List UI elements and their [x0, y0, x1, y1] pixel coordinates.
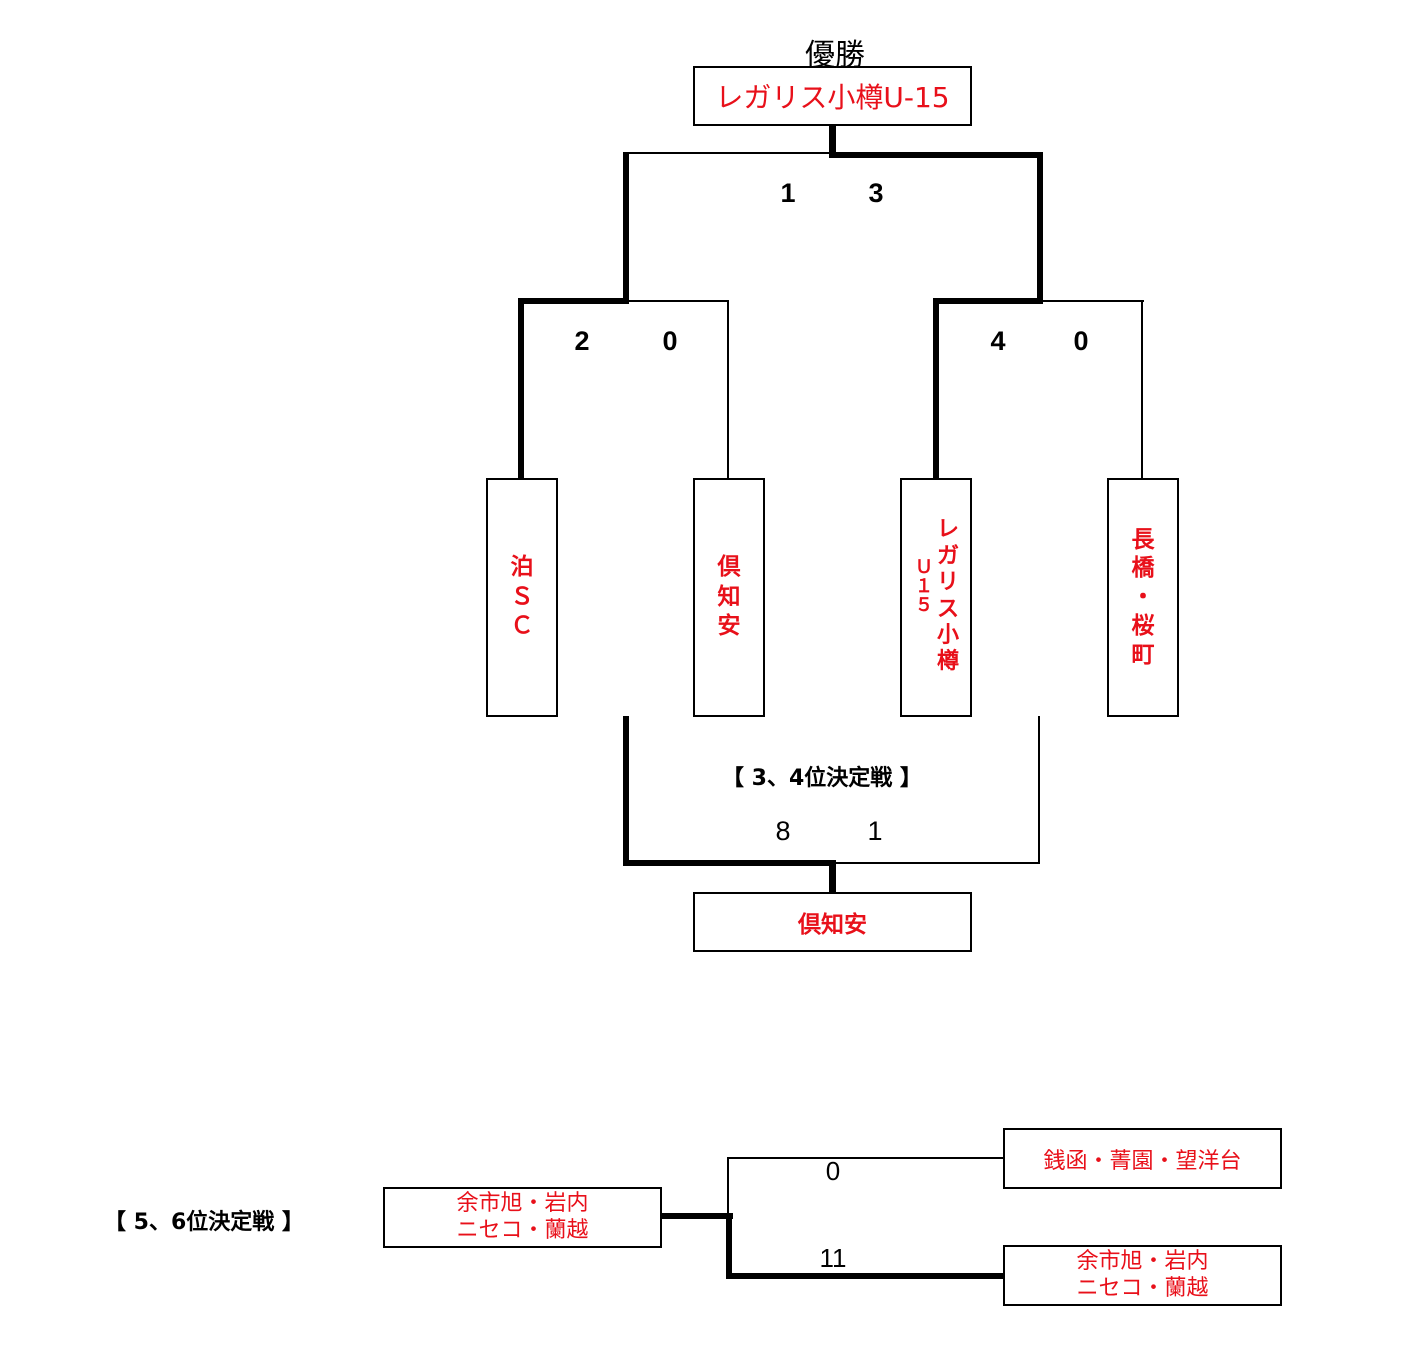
bracket-line — [623, 860, 836, 866]
team-char: 橋 — [1131, 555, 1155, 582]
fifth-winner-line1: 余市旭・岩内 — [456, 1191, 589, 1217]
bracket-line — [623, 716, 629, 866]
team-box-tomari: 泊 Ｓ Ｃ — [486, 478, 558, 717]
bracket-line — [1038, 716, 1040, 864]
team-char: １ — [914, 576, 933, 598]
team-char: 泊 — [510, 554, 534, 581]
bracket-line — [727, 300, 729, 479]
bracket-line — [518, 298, 524, 479]
bracket-line — [518, 298, 629, 304]
champion-box: レガリス小樽U-15 — [693, 66, 972, 126]
team-char: 知 — [717, 583, 741, 610]
bracket-line — [661, 1213, 733, 1219]
third-place-winner: 倶知安 — [798, 912, 867, 938]
team-char: Ｃ — [510, 613, 534, 640]
semi-right-score-right: 0 — [1073, 326, 1089, 356]
bracket-line — [1037, 300, 1144, 302]
bracket-line — [727, 1157, 1005, 1159]
team-box-regalis: Ｕ １ ５ レ ガ リ ス 小 樽 — [900, 478, 972, 717]
team-box-nagahashi: 長 橋 ・ 桜 町 — [1107, 478, 1179, 717]
team-char: 町 — [1131, 641, 1155, 668]
team-char: レ — [936, 517, 959, 543]
team-char: ス — [936, 596, 959, 622]
bracket-line — [832, 862, 1040, 864]
fifth-team-bottom-line1: 余市旭・岩内 — [1076, 1249, 1209, 1275]
fifth-winner-line2: ニセコ・蘭越 — [456, 1217, 589, 1243]
team-char: 安 — [717, 613, 741, 640]
team-char: 桜 — [1131, 612, 1155, 639]
bracket-line — [1141, 300, 1143, 479]
bracket-line — [1037, 152, 1043, 304]
semi-right-score-left: 4 — [990, 326, 1006, 356]
bracket-line — [829, 152, 1043, 158]
final-score-right: 3 — [868, 178, 884, 208]
bracket-line — [829, 126, 836, 157]
third-score-left: 8 — [775, 816, 791, 846]
team-char: 長 — [1131, 526, 1155, 553]
team-char: 倶 — [717, 554, 741, 581]
team-char: Ｓ — [510, 583, 534, 610]
team-box-kutchan: 倶 知 安 — [693, 478, 765, 717]
team-char: ・ — [1131, 584, 1155, 611]
fifth-team-bottom-line2: ニセコ・蘭越 — [1076, 1275, 1209, 1301]
fifth-team-top-box: 銭函・菁園・望洋台 — [1003, 1128, 1282, 1189]
third-place-winner-box: 倶知安 — [693, 892, 972, 952]
semi-left-score-right: 0 — [662, 326, 678, 356]
fifth-score-bottom: 11 — [819, 1243, 847, 1273]
fifth-place-winner-box: 余市旭・岩内 ニセコ・蘭越 — [383, 1187, 662, 1248]
final-score-left: 1 — [780, 178, 796, 208]
bracket-line — [933, 298, 939, 479]
team-char: Ｕ — [914, 557, 933, 579]
champion-team: レガリス小樽U-15 — [715, 81, 950, 114]
bracket-line — [933, 298, 1043, 304]
team-char: 樽 — [936, 649, 959, 675]
third-score-right: 1 — [867, 816, 883, 846]
team-char: ガ — [936, 543, 959, 569]
fifth-score-top: 0 — [825, 1156, 841, 1186]
team-char: ５ — [914, 595, 933, 617]
team-char: リ — [936, 570, 959, 596]
bracket-line — [623, 152, 629, 304]
fifth-team-top: 銭函・菁園・望洋台 — [1043, 1148, 1242, 1174]
third-place-label: 【 3、4位決定戦 】 — [722, 766, 922, 791]
bracket-line — [726, 1273, 1005, 1279]
fifth-team-bottom-box: 余市旭・岩内 ニセコ・蘭越 — [1003, 1245, 1282, 1306]
bracket-line — [726, 1213, 732, 1279]
bracket-line — [624, 300, 729, 302]
fifth-place-label: 【 5、6位決定戦 】 — [104, 1210, 304, 1235]
bracket-line — [624, 152, 832, 154]
bracket-line — [829, 860, 836, 893]
bracket-line — [727, 1158, 729, 1218]
semi-left-score-left: 2 — [574, 326, 590, 356]
team-char: 小 — [936, 622, 959, 648]
